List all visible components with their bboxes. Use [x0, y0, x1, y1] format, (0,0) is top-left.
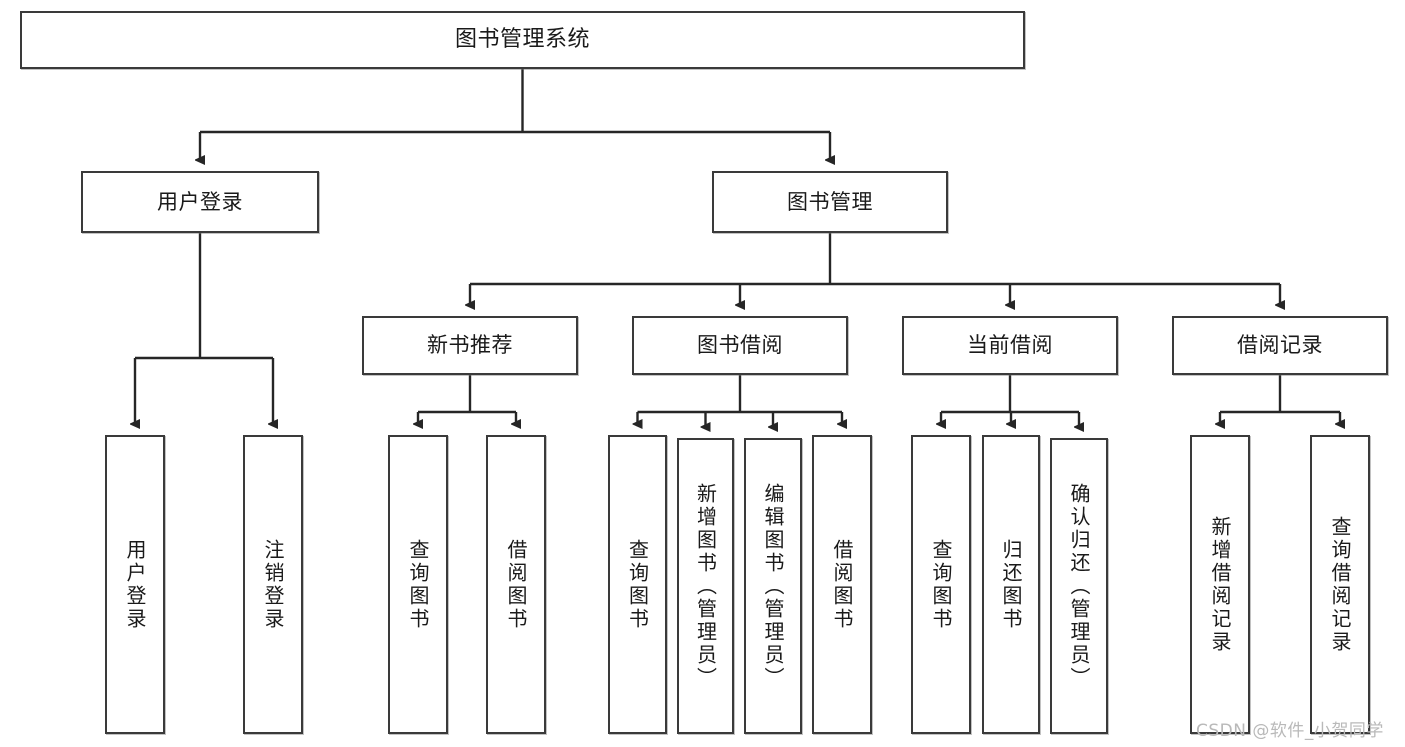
- node-label: 查询图书: [929, 538, 953, 631]
- leaf-borrow-book-recommend[interactable]: 借阅图书: [486, 435, 546, 734]
- leaf-confirm-return-admin[interactable]: 确认归还（管理员）: [1050, 438, 1108, 734]
- node-label: 图书管理系统: [454, 27, 590, 53]
- node-label: 归还图书: [999, 538, 1023, 631]
- leaf-borrow-book[interactable]: 借阅图书: [812, 435, 872, 734]
- node-book-management[interactable]: 图书管理: [712, 171, 948, 233]
- node-label: 图书管理: [787, 189, 873, 214]
- leaf-query-book-borrow[interactable]: 查询图书: [608, 435, 667, 734]
- node-root[interactable]: 图书管理系统: [20, 11, 1025, 69]
- leaf-user-login[interactable]: 用户登录: [105, 435, 165, 734]
- node-current-borrow[interactable]: 当前借阅: [902, 316, 1118, 375]
- leaf-query-borrow-record[interactable]: 查询借阅记录: [1310, 435, 1370, 734]
- leaf-query-book-current[interactable]: 查询图书: [911, 435, 971, 734]
- node-label: 当前借阅: [967, 333, 1053, 358]
- node-label: 借阅图书: [504, 538, 528, 631]
- node-label: 新书推荐: [427, 333, 513, 358]
- node-borrow-record[interactable]: 借阅记录: [1172, 316, 1388, 375]
- node-label: 新增借阅记录: [1208, 515, 1232, 654]
- leaf-return-book[interactable]: 归还图书: [982, 435, 1040, 734]
- node-label: 图书借阅: [697, 333, 783, 358]
- node-label: 查询借阅记录: [1328, 515, 1352, 654]
- node-label: 查询图书: [625, 538, 650, 631]
- node-label: 借阅图书: [830, 538, 854, 631]
- leaf-add-book-admin[interactable]: 新增图书（管理员）: [677, 438, 734, 734]
- node-label: 新增图书（管理员）: [693, 482, 718, 690]
- node-book-borrow[interactable]: 图书借阅: [632, 316, 848, 375]
- leaf-add-borrow-record[interactable]: 新增借阅记录: [1190, 435, 1250, 734]
- node-user-login[interactable]: 用户登录: [81, 171, 319, 233]
- leaf-query-book-recommend[interactable]: 查询图书: [388, 435, 448, 734]
- node-label: 注销登录: [261, 538, 285, 631]
- node-label: 借阅记录: [1237, 333, 1323, 358]
- node-new-book-recommend[interactable]: 新书推荐: [362, 316, 578, 375]
- leaf-logout[interactable]: 注销登录: [243, 435, 303, 734]
- node-label: 用户登录: [123, 538, 147, 631]
- node-label: 确认归还（管理员）: [1067, 482, 1091, 690]
- node-label: 查询图书: [406, 538, 430, 631]
- node-label: 编辑图书（管理员）: [761, 482, 785, 690]
- leaf-edit-book-admin[interactable]: 编辑图书（管理员）: [744, 438, 802, 734]
- node-label: 用户登录: [157, 189, 243, 214]
- watermark: CSDN @软件_小贺同学: [1196, 721, 1384, 741]
